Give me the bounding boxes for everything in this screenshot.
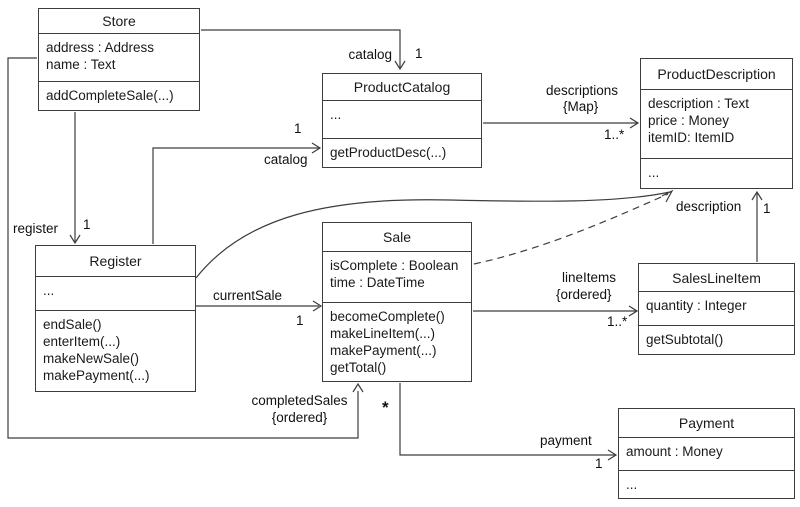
operation: ...	[648, 165, 660, 180]
attribute: ...	[330, 107, 342, 122]
sale-payment-connector	[399, 383, 618, 461]
register-productcatalog-connector	[152, 142, 322, 244]
attribute: name : Text	[46, 57, 116, 72]
multiplicity-label-store-catalog: 1	[415, 46, 423, 61]
role-label-lineitems: lineItems	[562, 270, 617, 285]
operation: addCompleteSale(...)	[46, 88, 174, 103]
operation: makePayment(...)	[43, 368, 150, 383]
class-register-title: Register	[36, 246, 195, 277]
multiplicity-label-descriptions: 1..*	[604, 127, 625, 142]
multiplicity-label-completedsales: *	[382, 398, 389, 417]
attribute: amount : Money	[626, 444, 723, 459]
arrowhead-right-icon	[629, 117, 640, 129]
multiplicity-label-lineitems: 1..*	[607, 314, 628, 329]
role-label-completedsales: completedSales	[251, 393, 348, 408]
operation: ...	[626, 477, 638, 492]
operation: enterItem(...)	[43, 334, 121, 349]
class-productcatalog: ProductCatalog ... getProductDesc(...)	[322, 73, 482, 168]
class-store-title: Store	[39, 9, 199, 34]
constraint-label-completedsales: {ordered}	[271, 410, 328, 425]
attribute: itemID: ItemID	[648, 130, 735, 145]
class-sale-attributes: isComplete : Boolean time : DateTime	[323, 252, 471, 303]
class-productcatalog-title: ProductCatalog	[323, 74, 481, 101]
class-productcatalog-operations: getProductDesc(...)	[323, 139, 481, 169]
multiplicity-label-payment: 1	[595, 456, 603, 471]
arrowhead-down-icon	[69, 234, 81, 245]
arrowhead-diagonal-icon	[661, 189, 674, 203]
multiplicity-label-currentsale: 1	[296, 313, 304, 328]
operation: getSubtotal()	[646, 332, 724, 347]
operation: makeLineItem(...)	[330, 326, 436, 341]
productcatalog-productdescription-connector	[483, 117, 640, 129]
constraint-label-descriptions: {Map}	[563, 99, 599, 114]
role-label-description: description	[676, 199, 742, 214]
class-store-attributes: address : Address name : Text	[39, 34, 199, 82]
class-productdescription-attributes: description : Text price : Money itemID:…	[641, 90, 792, 159]
store-productcatalog-connector	[201, 29, 406, 71]
class-register-attributes: ...	[36, 277, 195, 311]
class-payment-title: Payment	[619, 409, 794, 438]
role-label-store-catalog: catalog	[348, 47, 392, 62]
class-register: Register ... endSale() enterItem(...) ma…	[35, 245, 196, 392]
attribute: quantity : Integer	[646, 298, 747, 313]
class-saleslineitem-operations: getSubtotal()	[639, 326, 794, 356]
sale-productdescription-dashed-curve	[473, 193, 669, 265]
arrowhead-right-icon	[312, 300, 323, 312]
arrowhead-right-icon	[607, 449, 618, 461]
class-saleslineitem: SalesLineItem quantity : Integer getSubt…	[638, 263, 795, 355]
class-productdescription-title: ProductDescription	[641, 59, 792, 90]
store-sale-completedsales-connector	[7, 57, 364, 439]
operation: becomeComplete()	[330, 309, 445, 324]
class-sale-operations: becomeComplete() makeLineItem(...) makeP…	[323, 303, 471, 383]
class-productcatalog-attributes: ...	[323, 101, 481, 139]
attribute: price : Money	[648, 113, 730, 128]
constraint-label-lineitems: {ordered}	[556, 287, 612, 302]
role-label-currentsale: currentSale	[213, 288, 283, 303]
class-store: Store address : Address name : Text addC…	[38, 8, 200, 111]
attribute: ...	[43, 283, 55, 298]
operation: getProductDesc(...)	[330, 145, 447, 160]
attribute: address : Address	[46, 40, 155, 55]
class-payment: Payment amount : Money ...	[618, 408, 795, 499]
class-store-operations: addCompleteSale(...)	[39, 82, 199, 112]
sale-saleslineitem-connector	[473, 305, 639, 317]
class-saleslineitem-title: SalesLineItem	[639, 264, 794, 292]
class-saleslineitem-attributes: quantity : Integer	[639, 292, 794, 326]
class-productdescription: ProductDescription description : Text pr…	[640, 58, 793, 189]
class-productdescription-operations: ...	[641, 159, 792, 190]
class-sale: Sale isComplete : Boolean time : DateTim…	[322, 222, 472, 382]
store-register-connector	[69, 112, 81, 245]
role-label-register-catalog: catalog	[264, 152, 308, 167]
class-sale-title: Sale	[323, 223, 471, 252]
operation: makeNewSale()	[43, 351, 140, 366]
arrowhead-up-icon	[352, 382, 364, 393]
attribute: isComplete : Boolean	[330, 258, 459, 273]
operation: getTotal()	[330, 360, 387, 375]
multiplicity-label-description: 1	[763, 201, 771, 216]
attribute: time : DateTime	[330, 275, 425, 290]
arrowhead-up-icon	[751, 190, 763, 201]
saleslineitem-productdescription-connector	[751, 190, 763, 262]
arrowhead-right-icon	[628, 305, 639, 317]
class-payment-attributes: amount : Money	[619, 438, 794, 471]
role-label-store-register: register	[13, 221, 59, 236]
register-productdescription-curve	[195, 189, 674, 279]
role-label-descriptions: descriptions	[546, 83, 619, 98]
attribute: description : Text	[648, 96, 750, 111]
class-payment-operations: ...	[619, 471, 794, 500]
arrowhead-down-icon	[394, 60, 406, 71]
multiplicity-label-store-register: 1	[83, 217, 91, 232]
operation: endSale()	[43, 317, 102, 332]
multiplicity-label-register-catalog: 1	[294, 121, 302, 136]
role-label-payment: payment	[540, 433, 592, 448]
class-register-operations: endSale() enterItem(...) makeNewSale() m…	[36, 311, 195, 393]
register-sale-connector	[196, 300, 323, 312]
operation: makePayment(...)	[330, 343, 437, 358]
arrowhead-right-icon	[311, 142, 322, 154]
